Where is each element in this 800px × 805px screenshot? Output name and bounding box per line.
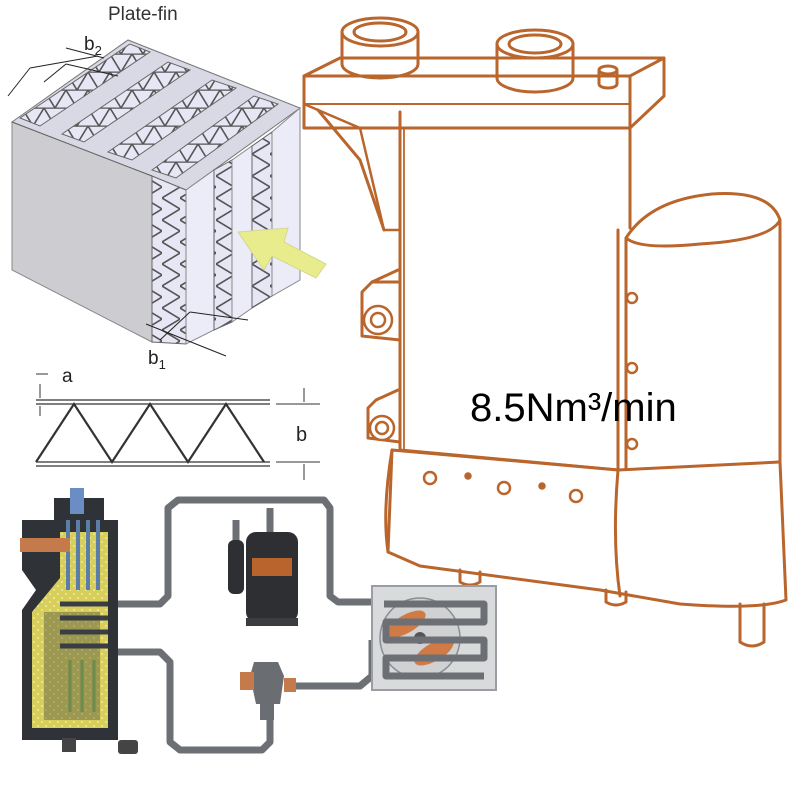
fin-profile [35,373,320,480]
fin-pitch-a-label: a [62,366,73,387]
separator-top-plate [302,56,666,130]
plate-fin-title: Plate-fin [108,4,178,25]
b1-label-sub: 1 [158,357,166,372]
flow-arrow-icon [237,227,327,279]
separator-vessel [302,16,788,648]
circuit-pipes [110,496,380,754]
refrigeration-circuit [20,488,497,754]
condenser-unit [371,585,497,691]
b2-dimension [7,47,119,97]
separator-tank [20,488,138,754]
plate-fin-exchanger [7,39,327,357]
top-inlet [70,488,84,514]
b1-dimension [145,311,249,357]
copper-inlet [20,538,70,552]
fin-height-b-label: b [296,424,308,446]
flow-rate-label: 8.5Nm³/min [470,386,677,430]
b1-label: b1 [148,348,166,372]
b2-label: b2 [84,34,102,58]
b1-label-main: b [148,348,159,369]
compressor-icon [228,532,298,626]
b2-label-main: b [84,34,95,55]
top-fin-slats [18,43,280,179]
b2-label-sub: 2 [94,43,102,58]
separator-holes [362,291,639,504]
top-pipe-left [340,16,420,80]
top-pipe-right [495,28,575,94]
valve-icon [240,662,296,720]
top-nipple [597,64,619,90]
